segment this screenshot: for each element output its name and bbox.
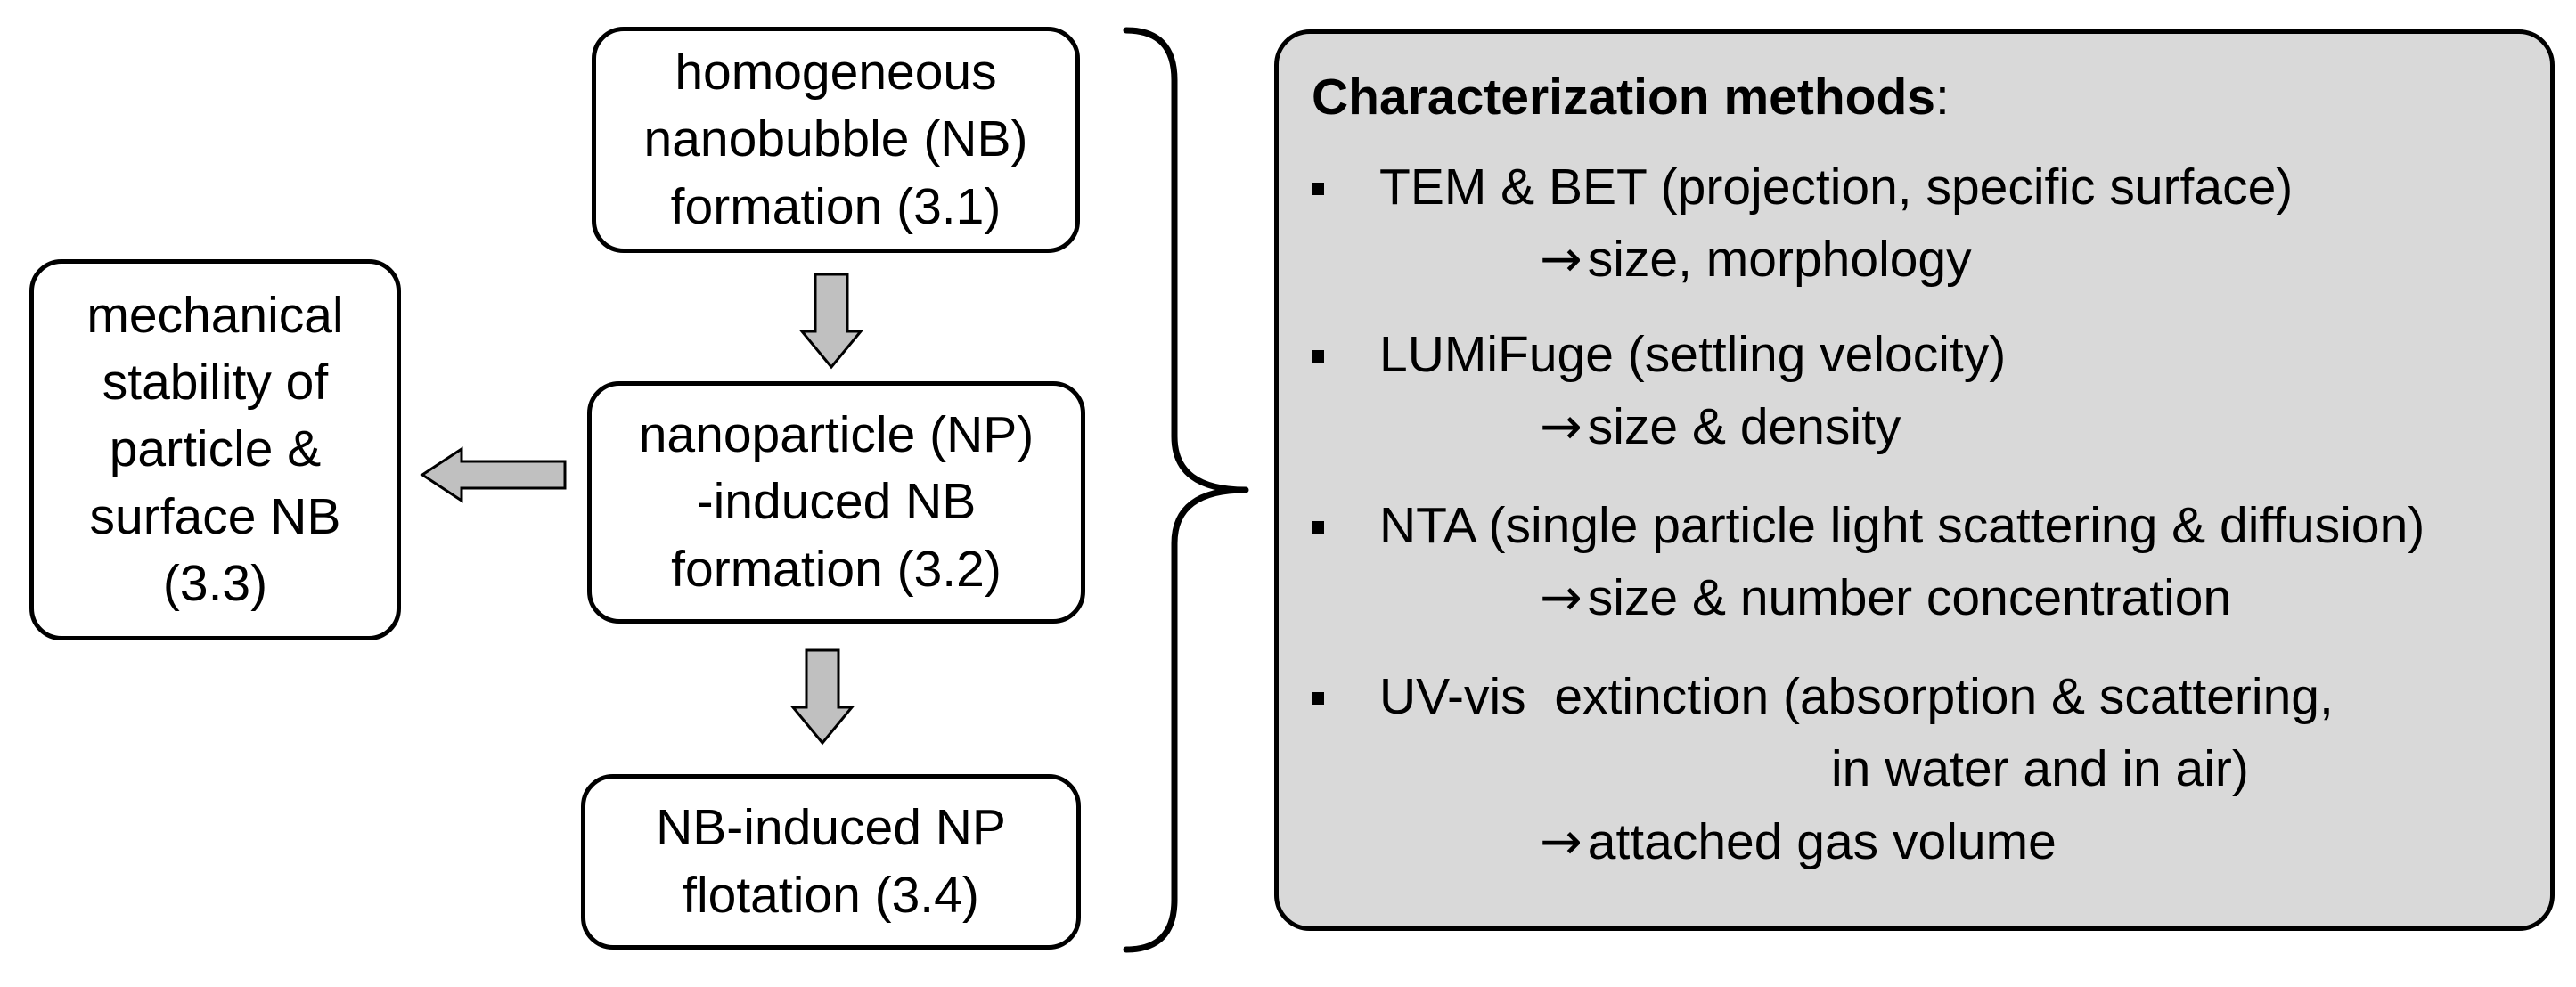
box-text-line: -induced NB: [696, 473, 977, 531]
right-arrow-icon: →: [1540, 568, 1582, 627]
box-text-line: flotation (3.4): [683, 866, 979, 924]
bullet-icon: [1312, 692, 1324, 705]
method-continuation-label: in water and in air): [1831, 740, 2249, 797]
method-label: LUMiFuge (settling velocity): [1379, 326, 2007, 383]
nb-induced-np-flotation-box: NB-induced NP flotation (3.4): [581, 774, 1081, 950]
box-text-line: formation (3.2): [671, 540, 1002, 598]
box-text-line: particle &: [109, 420, 322, 478]
np-induced-nb-formation-box: nanoparticle (NP) -induced NB formation …: [587, 381, 1085, 624]
left-arrow-icon: [420, 446, 567, 503]
result-label: attached gas volume: [1587, 813, 2057, 870]
panel-title-suffix: :: [1934, 69, 1950, 126]
box-text-line: surface NB: [89, 487, 341, 545]
panel-title-bold: Characterization methods: [1312, 69, 1935, 126]
result-label: size & number concentration: [1587, 569, 2232, 626]
box-text-line: stability of: [102, 354, 329, 412]
bullet-icon: [1312, 183, 1324, 195]
box-text-line: NB-induced NP: [656, 799, 1006, 857]
bullet-icon: [1312, 521, 1324, 534]
box-text-line: (3.3): [162, 554, 268, 612]
down-arrow-icon: [798, 273, 864, 370]
result-label: size, morphology: [1587, 231, 1972, 288]
method-label: TEM & BET (projection, specific surface): [1379, 159, 2294, 216]
characterization-methods-panel: Characterization methods: TEM & BET (pro…: [1274, 29, 2555, 931]
panel-title: Characterization methods:: [1312, 68, 1950, 126]
box-text-line: mechanical: [86, 286, 344, 344]
box-text-line: nanoparticle (NP): [638, 406, 1034, 464]
method-label: UV-vis extinction (absorption & scatteri…: [1379, 668, 2334, 725]
mechanical-stability-box: mechanical stability of particle & surfa…: [29, 259, 401, 640]
result-label: size & density: [1587, 398, 1901, 455]
box-text-line: nanobubble (NB): [643, 110, 1028, 168]
homogeneous-nb-formation-box: homogeneous nanobubble (NB) formation (3…: [592, 27, 1080, 253]
right-arrow-icon: →: [1540, 812, 1582, 871]
right-arrow-icon: →: [1540, 230, 1582, 289]
right-arrow-icon: →: [1540, 397, 1582, 456]
bullet-icon: [1312, 350, 1324, 363]
curly-brace-icon: [1123, 27, 1249, 953]
box-text-line: formation (3.1): [670, 177, 1002, 235]
method-label: NTA (single particle light scattering & …: [1379, 497, 2425, 554]
down-arrow-icon: [789, 648, 855, 746]
box-text-line: homogeneous: [675, 44, 997, 102]
